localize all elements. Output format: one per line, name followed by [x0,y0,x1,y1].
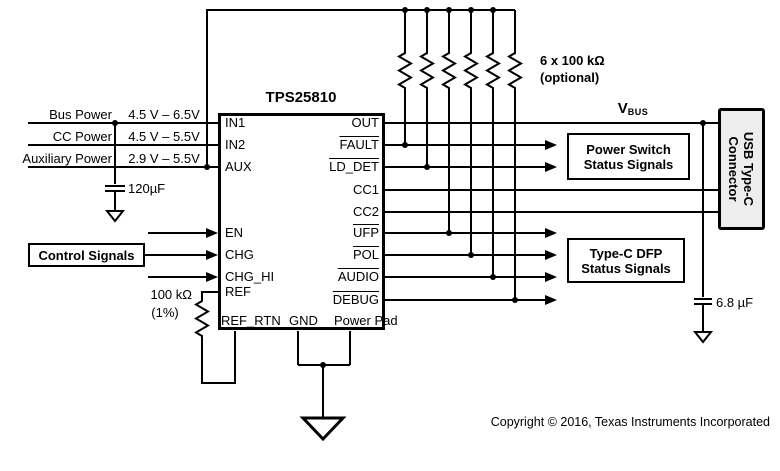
bulk-capacitor-icon [105,123,125,211]
usb-connector-line2: Connector [726,136,741,202]
pin-audio: AUDIO [337,269,379,284]
pin-in1: IN1 [225,115,246,130]
pin-ld-det: LD_DET [329,159,379,174]
control-signals-box: Control Signals [28,243,145,267]
control-wires [145,232,207,278]
pullup-resistors-note: (optional) [540,70,600,85]
pin-debug: DEBUG [332,292,379,307]
arrowheads [206,140,557,305]
usb-type-c-connector-label: USB Type-C Connector [726,107,756,231]
pin-chg-hi: CHG_HI [225,269,275,284]
pin-aux: AUX [225,159,252,174]
pin-fault: FAULT [339,137,380,152]
output-capacitor-icon [694,123,712,332]
ref-resistor-icon [195,297,209,340]
pin-in2: IN2 [225,137,246,152]
vbus-subscript-text: BUS [627,107,649,117]
ground-icon-bulk [104,210,126,223]
pin-en: EN [225,225,244,240]
ic-body [218,113,385,330]
vbus-net-label: VBUS [598,101,668,120]
usb-connector-line1: USB Type-C [741,131,756,207]
output-capacitor-value: 6.8 µF [716,295,754,310]
bulk-capacitor-value: 120µF [128,181,166,196]
pin-chg: CHG [225,247,254,262]
control-signals-label: Control Signals [38,247,135,263]
pin-ref-rtn: REF_RTN [221,313,281,328]
ref-resistor-wire [201,291,236,384]
input-label-auxiliary-power: Auxiliary Power [22,151,112,166]
input-label-cc-power: CC Power [52,129,112,144]
power-switch-status-line2: Status Signals [583,156,674,172]
input-range-cc-power: 4.5 V – 5.5V [128,129,200,144]
pin-cc1: CC1 [352,182,379,197]
usb-type-c-connector-box [718,108,765,230]
power-switch-status-line1: Power Switch [586,141,671,157]
type-c-dfp-status-line1: Type-C DFP [589,245,663,261]
type-c-dfp-status-box: Type-C DFP Status Signals [567,238,685,283]
power-switch-status-box: Power Switch Status Signals [567,133,690,180]
input-range-auxiliary-power: 2.9 V – 5.5V [128,151,200,166]
pin-power-pad: Power Pad [334,313,398,328]
pullup-resistors-icon [398,49,522,92]
input-label-bus-power: Bus Power [49,107,112,122]
ic-part-number: TPS25810 [265,89,337,106]
pullup-resistors-value: 6 x 100 kΩ [540,53,605,68]
ground-icon-output [692,331,714,344]
vbus-main-text: V [617,100,628,117]
output-wires [385,122,718,301]
pin-ufp: UFP [353,225,379,240]
pin-gnd: GND [289,313,318,328]
copyright-text: Copyright © 2016, Texas Instruments Inco… [490,415,770,429]
pin-ref: REF [225,284,251,299]
input-range-bus-power: 4.5 V – 6.5V [128,107,200,122]
input-wires [28,122,218,168]
ground-icon-main [299,416,347,442]
pin-pol: POL [352,247,379,262]
pullup-bus-wire [206,9,516,300]
pin-cc2: CC2 [352,204,379,219]
type-c-dfp-status-line2: Status Signals [581,260,671,276]
ref-resistor-value: 100 kΩ [150,287,192,302]
pin-out: OUT [351,115,379,130]
junction-dots [112,7,706,368]
ref-resistor-tolerance: (1%) [151,305,179,320]
ground-wires [297,331,351,418]
